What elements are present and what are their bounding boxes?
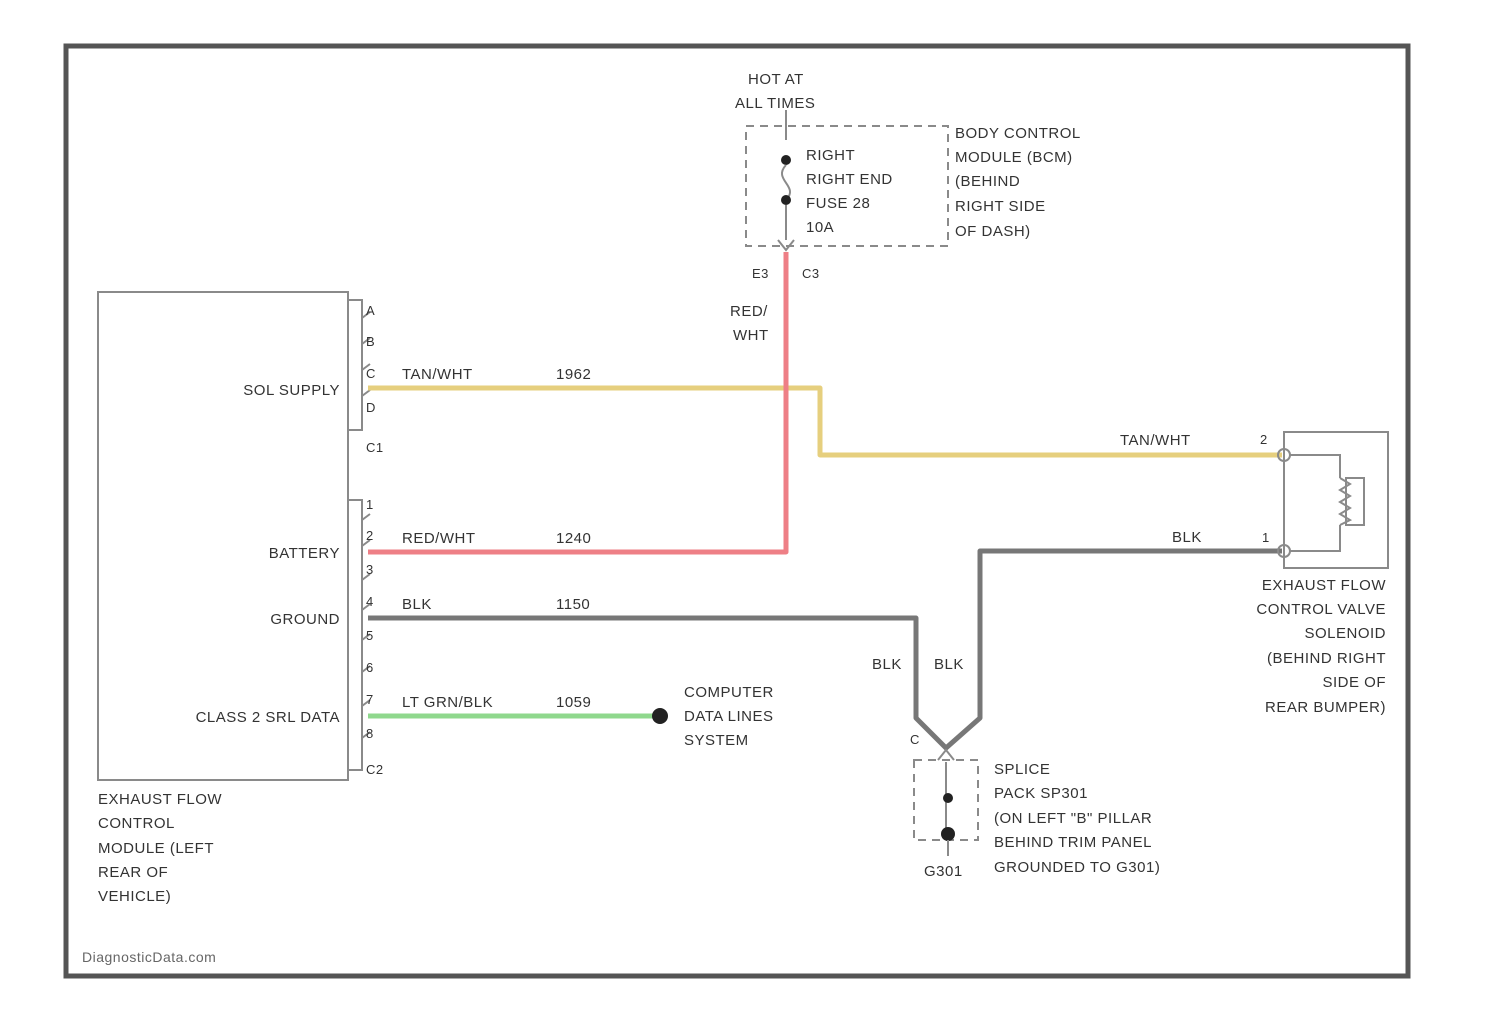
red-white-vertical-label-1: RED/ — [730, 303, 768, 320]
splice-name-line2: PACK SP301 — [994, 785, 1088, 802]
valve-name-line3: SOLENOID — [1304, 625, 1386, 642]
fuse-upper-terminal — [781, 155, 791, 165]
wire-black-color-label: BLK — [402, 596, 432, 613]
splice-connector-pin — [938, 750, 954, 760]
valve-name-line5: SIDE OF — [1322, 674, 1386, 691]
splice-pin-label: C — [910, 732, 920, 747]
bcm-connector-label: C3 — [802, 266, 820, 281]
module-connector-c2-label: C2 — [366, 762, 384, 777]
wire-blk-right-drop-label: BLK — [934, 656, 964, 673]
data-wire-arrow-dot — [652, 708, 668, 724]
hot-label-line1: HOT AT — [748, 71, 804, 88]
wire-black-circuit-label: 1150 — [556, 596, 590, 613]
module-pin-1: 1 — [366, 497, 374, 512]
splice-name-line3: (ON LEFT "B" PILLAR — [994, 810, 1152, 827]
splice-name-line1: SPLICE — [994, 761, 1050, 778]
wire-red-white-color-label: RED/WHT — [402, 530, 476, 547]
hot-label-line2: ALL TIMES — [735, 95, 815, 112]
wire-data-circuit-label: 1059 — [556, 694, 591, 711]
module-pin-a: A — [366, 303, 375, 318]
module-name-line4: REAR OF — [98, 864, 168, 881]
watermark: DiagnosticData.com — [82, 949, 216, 965]
splice-name-line4: BEHIND TRIM PANEL — [994, 834, 1152, 851]
module-pin-2: 2 — [366, 528, 374, 543]
splice-junction-dot — [943, 793, 953, 803]
module-pin-6: 6 — [366, 660, 374, 675]
solenoid-coil-icon — [1290, 455, 1340, 551]
wire-data-color-label: LT GRN/BLK — [402, 694, 493, 711]
module-pin-4: 4 — [366, 594, 374, 609]
signal-sol-supply: SOL SUPPLY — [243, 382, 340, 399]
module-pin-7: 7 — [366, 692, 374, 707]
fuse-text-line2: RIGHT END — [806, 171, 893, 188]
module-connector-c1-label: C1 — [366, 440, 384, 455]
exhaust-flow-control-valve-box — [1284, 432, 1388, 568]
wire-blk-left-drop-label: BLK — [872, 656, 902, 673]
ground-point-dot — [941, 827, 955, 841]
splice-name-line5: GROUNDED TO G301) — [994, 859, 1160, 876]
bcm-name-line5: OF DASH) — [955, 223, 1031, 240]
module-name-line1: EXHAUST FLOW — [98, 791, 222, 808]
bcm-name-line2: MODULE (BCM) — [955, 149, 1073, 166]
fuse-text-line4: 10A — [806, 219, 834, 236]
exhaust-flow-control-module-box — [98, 292, 348, 780]
bcm-pin-label: E3 — [752, 266, 769, 281]
valve-pin-1-label: 1 — [1262, 530, 1270, 545]
wire-tan-white-circuit-label: 1962 — [556, 366, 591, 383]
module-pin-8: 8 — [366, 726, 374, 741]
ground-label: G301 — [924, 863, 963, 880]
computer-data-label-line3: SYSTEM — [684, 732, 749, 749]
diagram-frame — [66, 46, 1408, 976]
wire-black-right-label: BLK — [1172, 529, 1202, 546]
wire-tan-white-color-label: TAN/WHT — [402, 366, 473, 383]
fuse-text-line3: FUSE 28 — [806, 195, 870, 212]
valve-name-line2: CONTROL VALVE — [1256, 601, 1386, 618]
computer-data-label-line2: DATA LINES — [684, 708, 773, 725]
signal-ground: GROUND — [270, 611, 340, 628]
valve-name-line1: EXHAUST FLOW — [1262, 577, 1386, 594]
module-pin-d: D — [366, 400, 376, 415]
valve-name-line6: REAR BUMPER) — [1265, 699, 1386, 716]
fuse-icon — [782, 165, 790, 200]
module-pin-b: B — [366, 334, 375, 349]
module-name-line2: CONTROL — [98, 815, 175, 832]
fuse-text-line1: RIGHT — [806, 147, 855, 164]
valve-name-line4: (BEHIND RIGHT — [1267, 650, 1386, 667]
bcm-name-line1: BODY CONTROL — [955, 125, 1081, 142]
module-name-line3: MODULE (LEFT — [98, 840, 214, 857]
wire-red-white — [368, 252, 786, 552]
computer-data-label-line1: COMPUTER — [684, 684, 774, 701]
fuse-lower-terminal — [781, 195, 791, 205]
red-white-vertical-label-2: WHT — [733, 327, 769, 344]
wire-red-white-circuit-label: 1240 — [556, 530, 591, 547]
module-pin-3: 3 — [366, 562, 374, 577]
module-pin-c: C — [366, 366, 376, 381]
signal-class2-data: CLASS 2 SRL DATA — [196, 709, 340, 726]
valve-pin-2-label: 2 — [1260, 432, 1268, 447]
module-name-line5: VEHICLE) — [98, 888, 171, 905]
signal-battery: BATTERY — [269, 545, 340, 562]
wire-tan-white-right-label: TAN/WHT — [1120, 432, 1191, 449]
module-pin-5: 5 — [366, 628, 374, 643]
bcm-name-line3: (BEHIND — [955, 173, 1020, 190]
bcm-name-line4: RIGHT SIDE — [955, 198, 1046, 215]
